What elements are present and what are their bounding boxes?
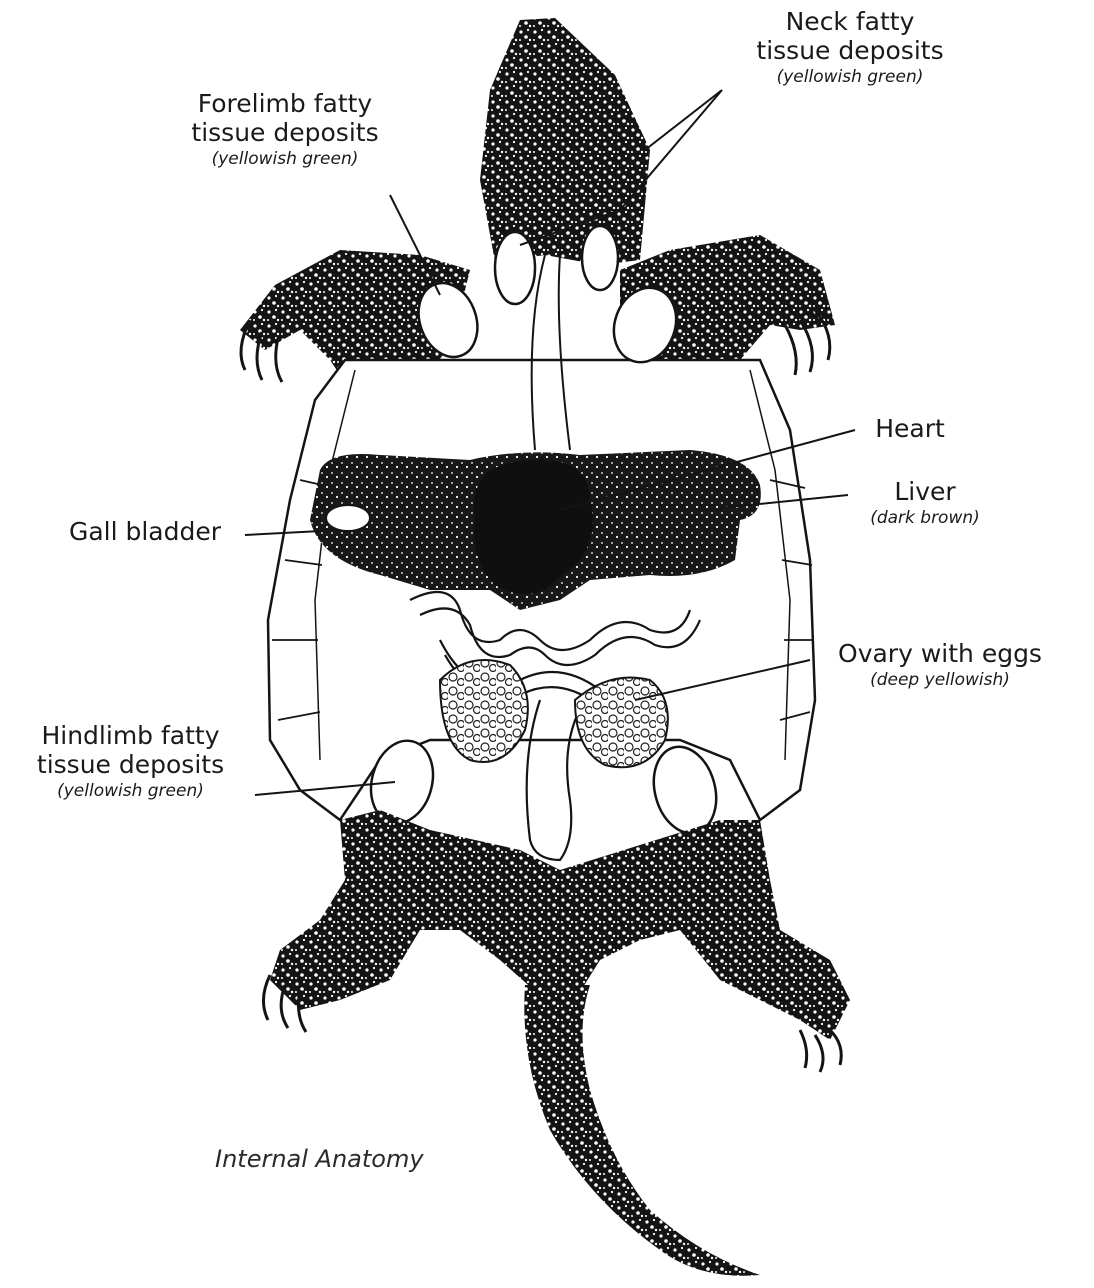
head-shape (480, 18, 650, 265)
label-neck-fat: Neck fatty tissue deposits (yellowish gr… (730, 8, 970, 87)
ovary-right (575, 678, 668, 768)
label-neck-note: (yellowish green) (730, 68, 970, 88)
label-ovary: Ovary with eggs (deep yellowish) (805, 640, 1075, 690)
label-forelimb-note: (yellowish green) (165, 150, 405, 170)
label-gall-text: Gall bladder (40, 518, 250, 547)
label-hindlimb-line1: Hindlimb fatty (8, 722, 253, 751)
label-hindlimb-note: (yellowish green) (8, 782, 253, 802)
label-hindlimb-line2: tissue deposits (8, 751, 253, 780)
label-ovary-text: Ovary with eggs (805, 640, 1075, 669)
tail (524, 985, 760, 1276)
label-hindlimb-fat: Hindlimb fatty tissue deposits (yellowis… (8, 722, 253, 801)
label-forelimb-fat: Forelimb fatty tissue deposits (yellowis… (165, 90, 405, 169)
figure-caption: Internal Anatomy (215, 1145, 424, 1173)
label-liver-note: (dark brown) (845, 509, 1005, 529)
gall-bladder (326, 505, 370, 531)
label-forelimb-line1: Forelimb fatty (165, 90, 405, 119)
label-heart: Heart (855, 415, 965, 444)
neck-leader-1 (645, 90, 722, 150)
label-gall-bladder: Gall bladder (40, 518, 250, 547)
label-neck-line1: Neck fatty (730, 8, 970, 37)
label-liver: Liver (dark brown) (845, 478, 1005, 528)
label-ovary-note: (deep yellowish) (805, 671, 1075, 691)
label-heart-text: Heart (855, 415, 965, 444)
neck-fat-right (582, 226, 618, 290)
label-liver-text: Liver (845, 478, 1005, 507)
label-forelimb-line2: tissue deposits (165, 119, 405, 148)
ovary-left (440, 660, 528, 762)
label-neck-line2: tissue deposits (730, 37, 970, 66)
